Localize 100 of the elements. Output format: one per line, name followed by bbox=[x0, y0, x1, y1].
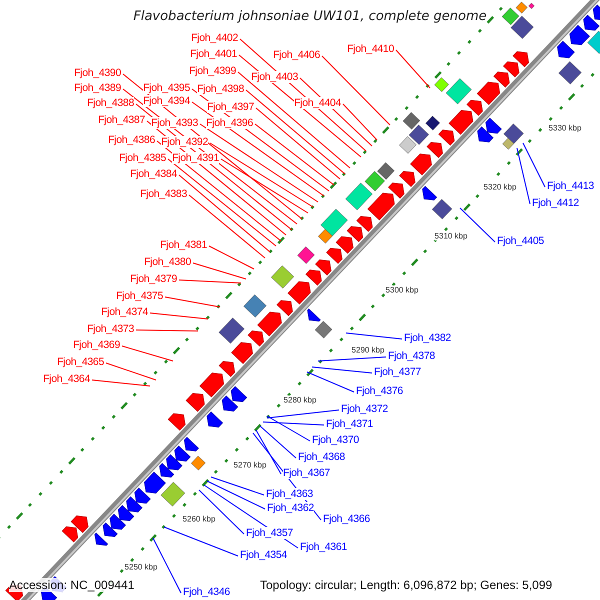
gene-label: Fjoh_4376 bbox=[356, 385, 403, 397]
gene-label: Fjoh_4363 bbox=[266, 488, 313, 500]
leader-line bbox=[460, 208, 496, 242]
gene-label: Fjoh_4365 bbox=[57, 356, 104, 368]
gene-label: Fjoh_4377 bbox=[374, 366, 421, 378]
gene-label: Fjoh_4373 bbox=[87, 323, 134, 335]
leader-line bbox=[266, 410, 340, 418]
leader-line bbox=[178, 280, 242, 284]
leader-line bbox=[164, 526, 238, 556]
leader-line bbox=[192, 262, 246, 280]
gene-label: Fjoh_4397 bbox=[207, 101, 254, 113]
gene-label: Fjoh_4388 bbox=[87, 97, 134, 109]
gene-label: Fjoh_4381 bbox=[160, 239, 207, 251]
genome-summary-text: Topology: circular; Length: 6,096,872 bp; Genes: 5,099 bbox=[260, 578, 552, 592]
gene-label: Fjoh_4372 bbox=[341, 403, 388, 415]
leader-line bbox=[164, 296, 220, 308]
gene-label: Fjoh_4390 bbox=[74, 67, 121, 79]
leader-line bbox=[522, 142, 546, 188]
gene-label: Fjoh_4371 bbox=[326, 418, 373, 430]
gene-label: Fjoh_4389 bbox=[74, 82, 121, 94]
gene-label: Fjoh_4393 bbox=[151, 117, 198, 129]
scale-label: 5320 kbp bbox=[484, 182, 516, 192]
gene-label: Fjoh_4401 bbox=[190, 48, 237, 60]
leader-line bbox=[192, 102, 324, 196]
leader-line bbox=[122, 346, 174, 362]
gene-label: Fjoh_4394 bbox=[143, 95, 190, 107]
gene-label: Fjoh_4412 bbox=[532, 197, 579, 209]
gene-label: Fjoh_4357 bbox=[246, 527, 293, 539]
gene-label: Fjoh_4385 bbox=[119, 152, 166, 164]
gene-label: Fjoh_4366 bbox=[323, 513, 370, 525]
gene-label: Fjoh_4364 bbox=[43, 373, 90, 385]
gene-label: Fjoh_4410 bbox=[347, 43, 394, 55]
leader-line bbox=[92, 380, 150, 386]
gene-label: Fjoh_4386 bbox=[108, 134, 155, 146]
leader-line bbox=[346, 332, 402, 340]
gene-label: Fjoh_4413 bbox=[547, 180, 594, 192]
scale-label: 5290 kbp bbox=[352, 346, 384, 354]
leader-line bbox=[152, 538, 182, 594]
leader-line bbox=[210, 476, 264, 496]
gene-label: Fjoh_4367 bbox=[283, 467, 330, 479]
scale-label: 5260 kbp bbox=[182, 514, 216, 524]
map-title: Flavobacterium johnsoniae UW101, complete genome bbox=[132, 9, 488, 25]
leader-line bbox=[208, 246, 254, 270]
gene-label: Fjoh_4391 bbox=[172, 152, 219, 164]
leader-line bbox=[306, 372, 354, 392]
leader-line bbox=[260, 426, 296, 458]
gene-label: Fjoh_4361 bbox=[300, 541, 347, 553]
gene-label: Fjoh_4405 bbox=[497, 235, 544, 247]
gene-label: Fjoh_4368 bbox=[298, 451, 345, 463]
gene-label: Fjoh_4403 bbox=[251, 71, 298, 83]
gene-label: Fjoh_4395 bbox=[143, 82, 190, 94]
leader-line bbox=[200, 124, 318, 202]
gene-label: Fjoh_4396 bbox=[206, 117, 253, 129]
leader-line bbox=[396, 50, 430, 88]
gene-label: Fjoh_4387 bbox=[98, 114, 145, 126]
leader-line bbox=[150, 312, 208, 320]
gene-label: Fjoh_4383 bbox=[140, 188, 187, 200]
leader-line bbox=[156, 140, 282, 242]
gene-label: Fjoh_4402 bbox=[191, 32, 238, 44]
accession-text: Accession: NC_009441 bbox=[9, 578, 134, 592]
gene-label: Fjoh_4370 bbox=[312, 434, 359, 446]
gene-label: Fjoh_4354 bbox=[240, 549, 287, 561]
scale-label: 5300 kbp bbox=[386, 286, 418, 294]
gene-label: Fjoh_4375 bbox=[116, 290, 163, 302]
leader-line bbox=[256, 108, 340, 180]
leader-line bbox=[238, 72, 350, 168]
gene-label: Fjoh_4404 bbox=[294, 97, 341, 109]
leader-line bbox=[178, 174, 270, 252]
leader-line bbox=[322, 56, 390, 126]
leader-line bbox=[262, 422, 324, 426]
leader-line bbox=[136, 330, 198, 332]
gene-label: Fjoh_4384 bbox=[130, 168, 177, 180]
gene-label: Fjoh_4374 bbox=[101, 306, 148, 318]
leader-line bbox=[210, 142, 314, 208]
gene-label: Fjoh_4362 bbox=[267, 502, 314, 514]
leader-line bbox=[168, 158, 276, 246]
scale-label: 5250 kbp bbox=[124, 562, 158, 572]
scale-label: 5330 kbp bbox=[548, 124, 582, 132]
scale-label: 5310 kbp bbox=[434, 232, 468, 240]
gene-label: Fjoh_4369 bbox=[73, 339, 120, 351]
leader-line bbox=[246, 90, 346, 174]
leader-line bbox=[254, 124, 334, 186]
leader-line bbox=[516, 148, 530, 204]
gene-label: Fjoh_4382 bbox=[404, 332, 451, 344]
leader-line bbox=[198, 490, 244, 534]
gene-label: Fjoh_4379 bbox=[130, 273, 177, 285]
scale-label: 5280 kbp bbox=[284, 396, 316, 404]
gene-label: Fjoh_4406 bbox=[273, 49, 320, 61]
scale-label: 5270 kbp bbox=[234, 460, 266, 470]
gene-label: Fjoh_4380 bbox=[144, 256, 191, 268]
gene-label: Fjoh_4346 bbox=[183, 586, 230, 598]
leader-line bbox=[188, 194, 266, 258]
leader-line bbox=[342, 104, 378, 140]
leader-line bbox=[266, 416, 310, 442]
leader-line bbox=[312, 366, 372, 374]
gene-label: Fjoh_4378 bbox=[388, 350, 435, 362]
gene-label: Fjoh_4399 bbox=[189, 65, 236, 77]
gene-label: Fjoh_4392 bbox=[161, 136, 208, 148]
leader-line bbox=[206, 480, 266, 510]
leader-line bbox=[220, 158, 308, 214]
